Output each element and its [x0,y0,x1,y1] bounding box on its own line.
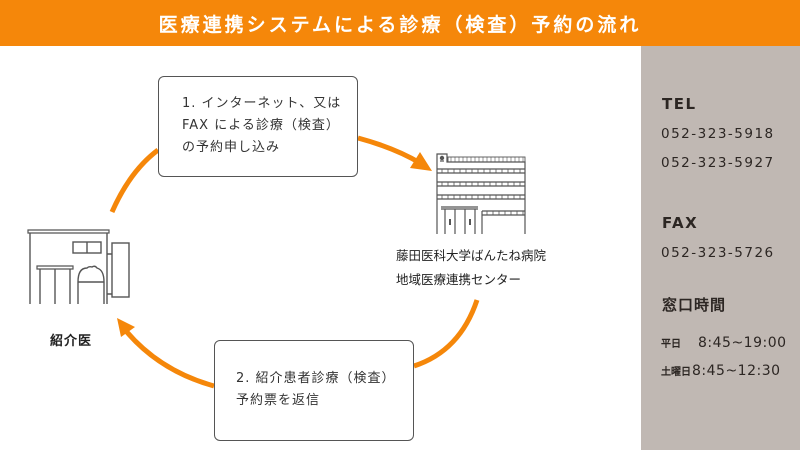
contact-panel: TEL 052-323-5918 052-323-5927 FAX 052-32… [641,46,800,450]
hours-row-weekday: 平日 8:45~19:00 [661,335,787,351]
step-1-line: の予約申し込み [182,140,281,155]
header-bar: 医療連携システムによる診療（検査）予約の流れ [0,0,800,46]
flow-diagram: 1. インターネット、又は FAX による診療（検査） の予約申し込み 2. 紹… [0,46,641,450]
fax-number: 052-323-5726 [661,245,775,261]
step-2-line: 予約票を返信 [236,393,321,408]
step-2-box: 2. 紹介患者診療（検査） 予約票を返信 [214,340,414,441]
step-1-line: FAX による診療（検査） [182,118,340,133]
step-2-line: 2. 紹介患者診療（検査） [236,371,396,386]
clinic-label: 紹介医 [50,334,93,349]
step-1-line: 1. インターネット、又は [182,96,342,111]
tel-number-2[interactable]: 052-323-5927 [661,155,775,171]
hospital-department: 地域医療連携センター [396,272,522,287]
arrowhead-to-clinic [117,318,135,337]
tel-number-1[interactable]: 052-323-5918 [661,126,775,142]
flow-arrows [109,135,480,389]
clinic-building-icon [27,229,130,304]
hours-row-saturday: 土曜日 8:45~12:30 [661,363,781,379]
arc-step2-to-clinic [124,329,215,389]
hospital-name: 藤田医科大学ばんたね病院 [396,248,547,263]
hours-day: 土曜日 [661,367,691,378]
hospital-label: 藤田医科大学ばんたね病院 地域医療連携センター [396,244,546,292]
hospital-building-icon [436,153,526,234]
tel-label: TEL [662,95,697,113]
page-title: 医療連携システムによる診療（検査）予約の流れ [158,13,642,36]
hours-time: 8:45~12:30 [692,363,781,379]
fax-label: FAX [662,214,699,232]
arc-clinic-to-step1 [109,148,160,214]
arc-step1-to-hospital [357,135,422,166]
office-hours-title: 窓口時間 [662,296,727,314]
hours-day: 平日 [661,339,681,350]
arrowhead-to-hospital [410,152,432,171]
hours-time: 8:45~19:00 [698,335,787,351]
arc-hospital-to-step2 [413,299,480,369]
step-1-box: 1. インターネット、又は FAX による診療（検査） の予約申し込み [158,76,358,177]
